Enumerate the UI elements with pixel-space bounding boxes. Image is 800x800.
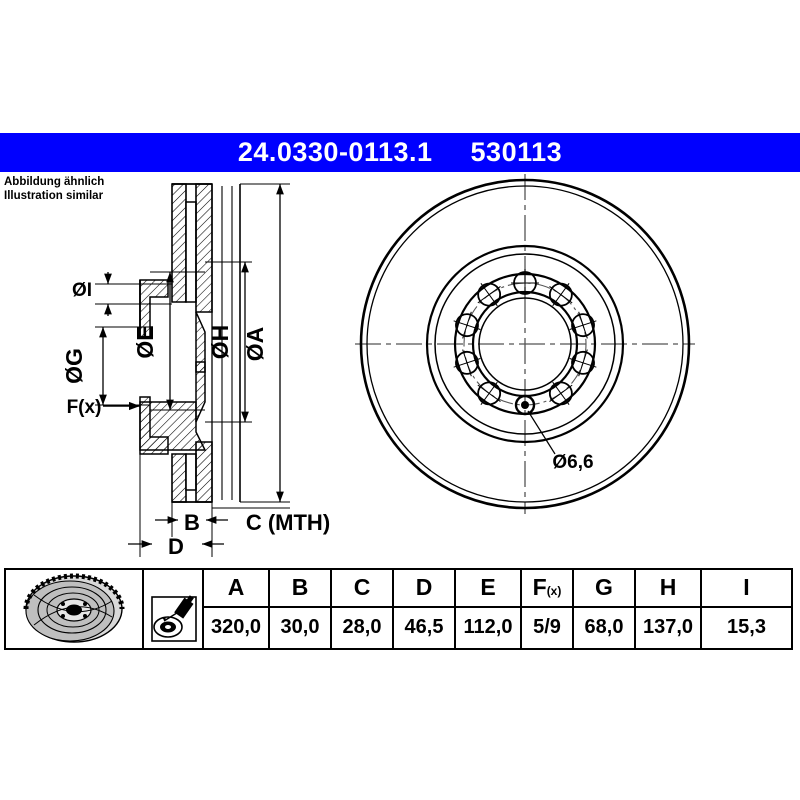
value-D: 46,5: [392, 605, 456, 651]
value-G: 68,0: [572, 605, 636, 651]
column-header-D: D: [392, 568, 456, 608]
label-phi-G: ØG: [61, 348, 87, 384]
specification-table: A B C D E F(x) G H I 320,0 30,0 28,0 46,…: [4, 568, 793, 651]
cross-section-geometry: [139, 183, 241, 503]
installation-icon-cell: [142, 568, 204, 650]
value-E: 112,0: [454, 605, 522, 651]
caption-line-en: Illustration similar: [4, 189, 104, 202]
table-value-row: 320,0 30,0 28,0 46,5 112,0 5/9 68,0 137,…: [5, 605, 793, 651]
label-B: B: [184, 510, 200, 535]
dimension-phi-G: ØG: [61, 326, 150, 406]
value-Fx: 5/9: [520, 605, 574, 651]
installation-spray-icon: [144, 570, 202, 648]
brake-disc-photo: [6, 570, 142, 648]
column-header-G: G: [572, 568, 636, 608]
caption-line-de: Abbildung ähnlich: [4, 176, 105, 188]
dimension-D: D: [128, 454, 224, 559]
fx-sub: (x): [546, 584, 562, 599]
illustration-caption: Abbildung ähnlich Illustration similar: [4, 176, 104, 203]
value-B: 30,0: [268, 605, 332, 651]
product-thumbnail-cell: [4, 568, 144, 650]
leader-line-6-6: [527, 410, 556, 455]
label-phi-I: ØI: [72, 280, 92, 301]
dimension-phi-A: ØA: [240, 183, 290, 503]
value-H: 137,0: [634, 605, 702, 651]
label-F-x: F(x): [67, 397, 102, 418]
reference-number: 530113: [470, 137, 563, 167]
dimension-phi-E: ØE: [132, 271, 205, 411]
column-header-I: I: [700, 568, 793, 608]
dimension-B: B: [155, 502, 228, 537]
value-C: 28,0: [330, 605, 394, 651]
header-bar: 24.0330-0113.1 530113: [0, 133, 800, 172]
bolt-holes: [453, 269, 597, 406]
dimension-phi-I: ØI: [72, 272, 172, 316]
part-number: 24.0330-0113.1: [237, 137, 433, 167]
label-phi-H: ØH: [207, 325, 233, 360]
column-header-C: C: [330, 568, 394, 608]
label-phi-A: ØA: [242, 327, 268, 362]
value-A: 320,0: [202, 605, 270, 651]
dimension-phi-H: ØH: [205, 261, 252, 423]
dimension-F-x: F(x): [67, 397, 140, 418]
technical-drawing: ØI ØG ØE ØH: [0, 172, 800, 562]
small-hole-6-6: [514, 394, 536, 416]
label-C-MTH: C (MTH): [246, 510, 330, 535]
column-header-A: A: [202, 568, 270, 608]
column-header-E: E: [454, 568, 522, 608]
label-phi-6-6: Ø6,6: [552, 452, 593, 473]
table-header-row: A B C D E F(x) G H I: [4, 568, 793, 650]
fx-main: F: [532, 574, 547, 601]
label-D: D: [168, 534, 184, 559]
value-I: 15,3: [700, 605, 793, 651]
label-phi-E: ØE: [132, 325, 158, 358]
front-view-geometry: Ø6,6: [355, 174, 695, 514]
column-header-H: H: [634, 568, 702, 608]
dimension-C-MTH: C (MTH): [212, 507, 330, 535]
column-header-Fx: F(x): [520, 568, 574, 608]
column-header-B: B: [268, 568, 332, 608]
